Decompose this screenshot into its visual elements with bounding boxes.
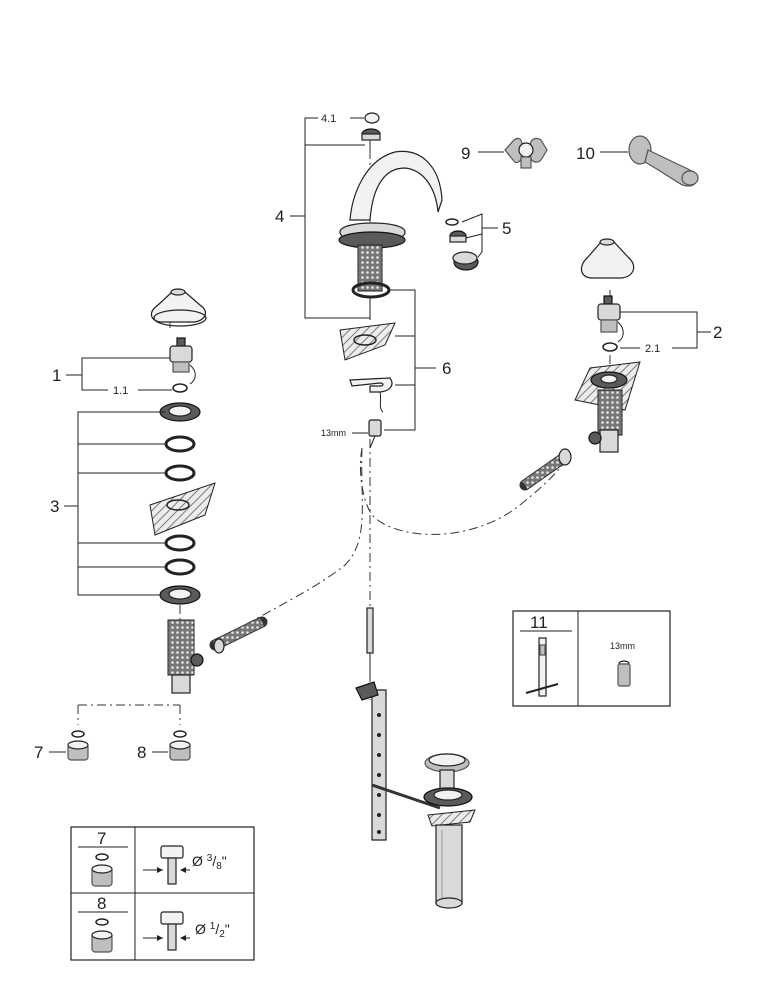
fitting-size-legend: 7 Ø 3/8" 8 [70,826,255,961]
left-valve-body [167,619,204,694]
right-o-ring-2-1 [602,342,618,352]
callout-8: 8 [137,743,146,762]
callout-7: 7 [34,743,43,762]
popup-drain-assembly [355,607,476,909]
callout-labels: 4.1 4 5 6 9 10 1 1.1 3 2 2.1 7 8 13mm [34,113,722,762]
spout-cap-4-1 [364,112,380,124]
legend-row8-fittings [91,918,113,953]
spout-horseshoe-washer [349,377,393,393]
left-o-ring-1-1 [172,383,188,393]
legend-row7-fittings [91,853,113,887]
spout-gasket [339,322,396,361]
spout-o-ring [351,281,391,299]
legend-row7-pipe-icon [143,845,190,885]
tool-box-label: 11 [530,613,548,632]
drain-body [423,753,476,909]
left-valve-assembly [67,288,268,761]
right-supply-hose [519,448,572,491]
left-escutcheon [150,291,207,323]
right-valve-assembly [519,238,641,491]
cross-handle-9 [504,137,548,169]
aerator-5 [445,218,479,271]
tool-box-11: 11 13mm [512,610,671,707]
legend-row7-label: 7 [97,829,106,848]
callout-2: 2 [713,323,722,342]
callout-6: 6 [442,359,451,378]
legend-row8-label: 8 [97,894,106,913]
tool-wrench-size: 13mm [610,641,635,651]
spout-nut-4 [361,128,381,150]
callout-1-1: 1.1 [113,385,128,397]
lever-handle-10 [628,135,699,187]
spout-nut-13mm [368,419,382,437]
left-supply-hose [209,616,268,654]
callout-2-1: 2.1 [645,343,660,355]
legend-row7-diameter: Ø 3/8" [192,853,227,872]
callout-1: 1 [52,366,61,385]
left-cartridge-1 [169,337,196,385]
left-washer-stack-3 [149,402,216,605]
callout-4: 4 [275,207,284,226]
lift-rod [366,607,374,654]
legend-row8-diameter: Ø 1/2" [195,921,230,940]
fitting-8 [169,730,191,761]
callout-9: 9 [461,144,470,163]
tool-nut-icon [617,660,631,687]
clevis-strap [355,681,387,841]
spout-assembly [338,112,443,449]
callout-5: 5 [502,219,511,238]
fitting-7 [67,730,89,761]
right-escutcheon [580,241,635,279]
callout-3: 3 [50,497,59,516]
leader-lines [49,117,711,753]
legend-row8-pipe-icon [143,911,190,951]
spout-body [349,150,443,221]
right-valve-body [574,361,641,453]
callout-4-1: 4.1 [321,113,336,125]
spout-wrench-size: 13mm [321,428,346,438]
right-cartridge-2 [597,295,624,343]
callout-10: 10 [576,144,595,163]
pivot-rod [371,783,441,810]
spanner-tool-icon [525,637,559,697]
